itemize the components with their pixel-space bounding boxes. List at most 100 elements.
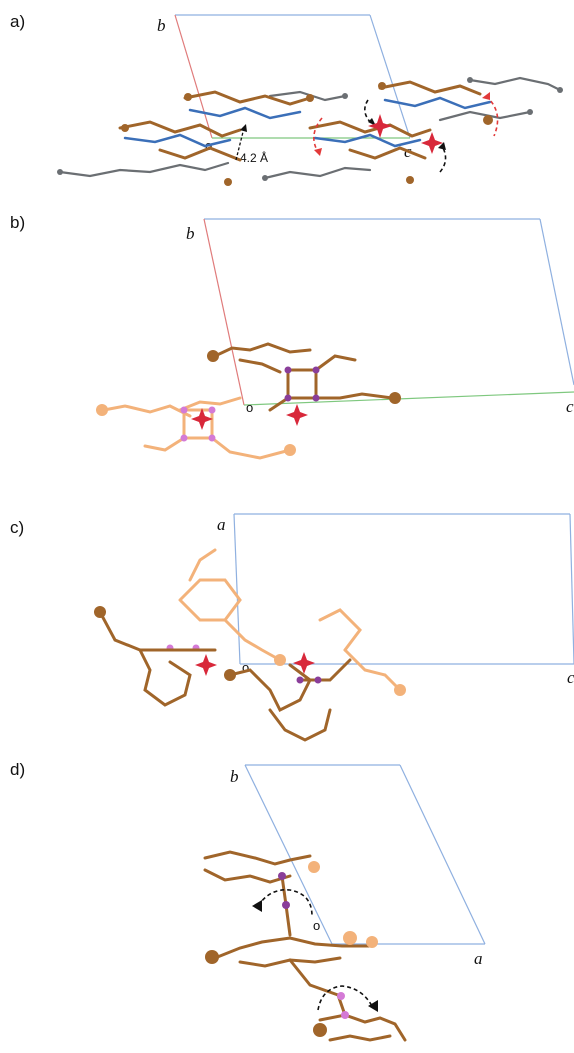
panel-a-atom bbox=[121, 124, 129, 132]
panel-c-ring bbox=[178, 578, 242, 622]
panel-c-atom-large bbox=[394, 684, 406, 696]
panel-b-bond bbox=[178, 396, 242, 412]
panel-c-n-atom bbox=[314, 676, 322, 684]
panel-b-atom-large bbox=[96, 404, 108, 416]
panel-b-bond bbox=[314, 354, 357, 372]
panel-d-rotation-arrowhead bbox=[368, 1000, 378, 1012]
panel-a-inversion-star bbox=[368, 114, 392, 138]
panel-a-atom bbox=[342, 93, 348, 99]
panel-d-bond bbox=[318, 1013, 407, 1042]
panel-b-n-atom bbox=[312, 394, 320, 402]
panel-b-b-axis bbox=[203, 218, 245, 406]
panel-c-bond bbox=[343, 648, 402, 692]
panel-a-distance-arrow bbox=[235, 127, 245, 161]
panel-c-origin-label: o bbox=[242, 660, 249, 675]
panel-b-bond bbox=[210, 436, 292, 460]
panel-a-cell-right bbox=[369, 14, 411, 139]
panel-a-red-arrowhead bbox=[314, 148, 322, 156]
panel-a-atom bbox=[483, 115, 493, 125]
panel-a-atom bbox=[224, 178, 232, 186]
panel-d-rotation-arrowhead bbox=[252, 900, 262, 912]
panel-c-bond bbox=[223, 618, 282, 662]
panel-b-molecule-dark bbox=[207, 342, 401, 412]
panel-d-bond bbox=[288, 958, 347, 1017]
panel-a-ring-stack bbox=[383, 96, 492, 110]
panel-a-distance-arrowhead bbox=[240, 124, 247, 132]
panel-d-axis-a-label: a bbox=[474, 949, 483, 968]
panel-b-inversion-star bbox=[286, 404, 308, 426]
panel-c-bond bbox=[188, 548, 217, 582]
panel-d-n-atom bbox=[282, 901, 290, 909]
panel-c-molecule-light bbox=[166, 548, 406, 696]
panel-c-molecule-dark bbox=[94, 606, 352, 742]
panel-a-b-axis bbox=[174, 14, 213, 139]
panel-d-rotation-arrow bbox=[257, 889, 313, 917]
panel-b-n-atom bbox=[312, 366, 320, 374]
panel-a-gray-chain bbox=[58, 161, 230, 178]
panel-c-bond bbox=[298, 658, 352, 682]
panel-d-b-axis bbox=[244, 764, 333, 945]
panel-c-atom-large bbox=[94, 606, 106, 618]
panel-b-bond bbox=[268, 396, 290, 412]
panel-d-bond bbox=[328, 1034, 392, 1042]
panel-c-atom-large bbox=[274, 654, 286, 666]
panel-d-n-atom bbox=[278, 872, 286, 880]
panel-c-ring bbox=[268, 708, 332, 742]
panel-a-atom bbox=[378, 82, 386, 90]
panel-a-axis-b-label: b bbox=[157, 16, 166, 35]
panel-a-ring-stack bbox=[378, 80, 482, 96]
panel-a-atom bbox=[262, 175, 268, 181]
panel-d-rotation-arrow bbox=[317, 985, 373, 1011]
panel-c-atom-large bbox=[224, 669, 236, 681]
panel-b-bond bbox=[238, 358, 282, 374]
panel-a-gray-chain bbox=[468, 76, 562, 92]
panel-d-bond bbox=[203, 868, 292, 884]
panel-b-atom-large bbox=[389, 392, 401, 404]
panel-b-label: b) bbox=[10, 213, 25, 232]
panel-a-atom bbox=[557, 87, 563, 93]
panel-a-atom bbox=[57, 169, 63, 175]
panel-c-ring bbox=[138, 648, 192, 707]
panel-c-axis-c-label: c bbox=[567, 668, 574, 687]
panel-d-n-atom bbox=[337, 992, 345, 1000]
panel-d-bond bbox=[213, 936, 372, 960]
panel-b-n-atom bbox=[208, 434, 216, 442]
panel-d-cell-right bbox=[399, 764, 486, 945]
panel-c-cell-right bbox=[569, 513, 574, 665]
panel-a-gray-chain bbox=[438, 110, 532, 122]
panel-a-ring-stack bbox=[118, 120, 242, 138]
panel-d-axis-b-label: b bbox=[230, 767, 239, 786]
panel-d-molecule bbox=[203, 850, 407, 1042]
panel-a-atom bbox=[527, 109, 533, 115]
panel-b: b) b c o bbox=[10, 213, 574, 460]
panel-a-ring-stack bbox=[158, 146, 242, 162]
panel-b-bond bbox=[102, 404, 192, 418]
panel-a-black-rotation-arrow bbox=[439, 145, 447, 173]
panel-b-atom-large bbox=[207, 350, 219, 362]
panel-a-atom bbox=[406, 176, 414, 184]
panel-b-atom-large bbox=[284, 444, 296, 456]
panel-b-bond bbox=[314, 392, 394, 400]
panel-c-n-atom bbox=[296, 676, 304, 684]
panel-a: a) b c o 4.2 Å bbox=[10, 12, 563, 186]
panel-d-label: d) bbox=[10, 760, 25, 779]
panel-b-n-atom bbox=[284, 366, 292, 374]
panel-b-axis-c-label: c bbox=[566, 397, 574, 416]
panel-a-red-rotation-arrow bbox=[313, 117, 323, 153]
panel-a-black-arrowhead bbox=[438, 142, 446, 150]
panel-b-inversion-star bbox=[191, 408, 213, 430]
panel-d-origin-label: o bbox=[313, 918, 320, 933]
panel-c-a-axis bbox=[233, 513, 241, 665]
panel-a-distance-label: 4.2 Å bbox=[240, 150, 268, 165]
panel-b-four-ring bbox=[286, 368, 318, 400]
panel-c-label: c) bbox=[10, 518, 24, 537]
panel-d-atom-large bbox=[343, 931, 357, 945]
panel-d-bond bbox=[203, 850, 312, 866]
panel-c-inversion-star bbox=[195, 654, 217, 676]
panel-a-atom bbox=[467, 77, 473, 83]
panel-a-atom bbox=[306, 94, 314, 102]
panel-c-bond bbox=[98, 610, 217, 652]
panel-b-origin-label: o bbox=[246, 400, 253, 415]
panel-c-inversion-star bbox=[293, 652, 315, 674]
